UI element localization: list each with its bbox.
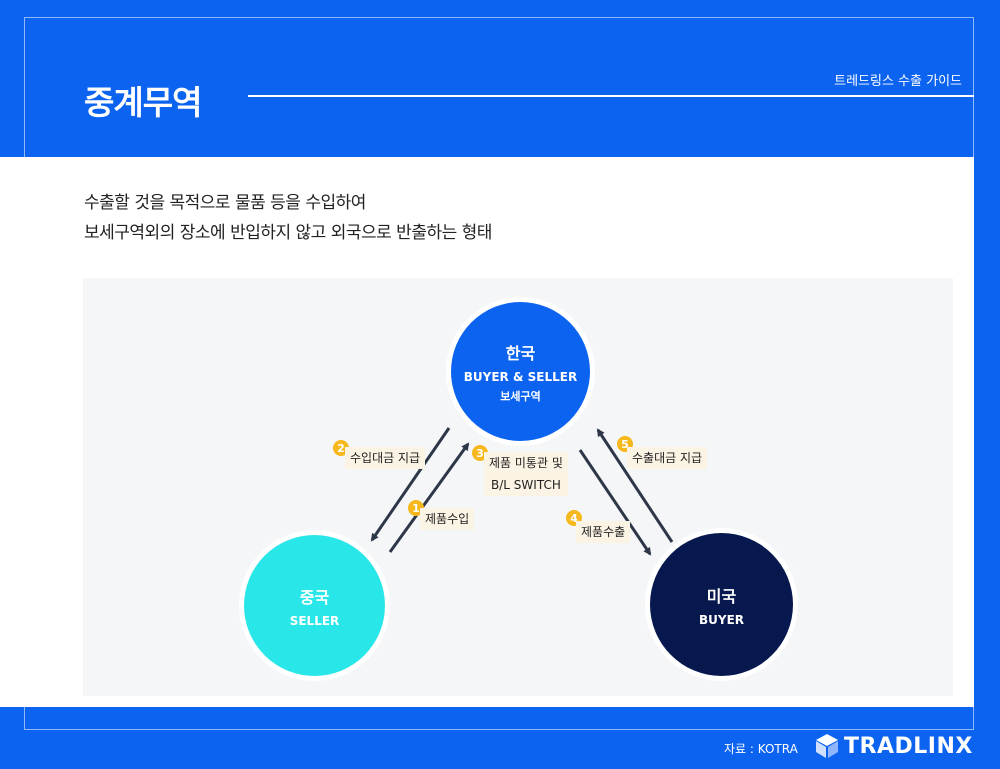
source-label: 자료 : KOTRA [724,742,798,756]
node-usa-name: 미국 [706,586,737,606]
step-label-3: 제품 미통관 및 B/L SWITCH [484,452,568,496]
step-label-3-line-2: B/L SWITCH [491,478,561,492]
node-usa-role: BUYER [698,612,745,627]
guide-label: 트레드링스 수출 가이드 [834,74,962,89]
title-divider [248,95,974,97]
node-korea-name: 한국 [505,343,536,363]
description: 수출할 것을 목적으로 물품 등을 수입하여 보세구역외의 장소에 반입하지 않… [84,188,492,248]
node-korea-zone: 보세구역 [500,389,541,403]
step-label-3-line-1: 제품 미통관 및 [489,456,563,470]
node-china: 중국 SELLER [244,535,385,676]
step-label-1: 제품수입 [420,508,475,530]
cube-icon [816,734,838,758]
tradlinx-logo: TRADLINX [815,733,973,759]
step-label-2: 수입대금 지급 [345,447,426,469]
node-china-name: 중국 [299,587,330,607]
page-title: 중계무역 [84,83,202,122]
description-line-2: 보세구역외의 장소에 반입하지 않고 외국으로 반출하는 형태 [84,223,492,243]
node-korea: 한국 BUYER & SELLER 보세구역 [451,302,590,441]
description-line-1: 수출할 것을 목적으로 물품 등을 수입하여 [84,193,366,213]
step-label-4: 제품수출 [576,521,631,543]
node-korea-role: BUYER & SELLER [463,369,578,384]
node-china-role: SELLER [289,613,340,628]
logo-text: TRADLINX [844,733,973,759]
step-label-5: 수출대금 지급 [627,447,708,469]
node-usa: 미국 BUYER [650,533,793,676]
